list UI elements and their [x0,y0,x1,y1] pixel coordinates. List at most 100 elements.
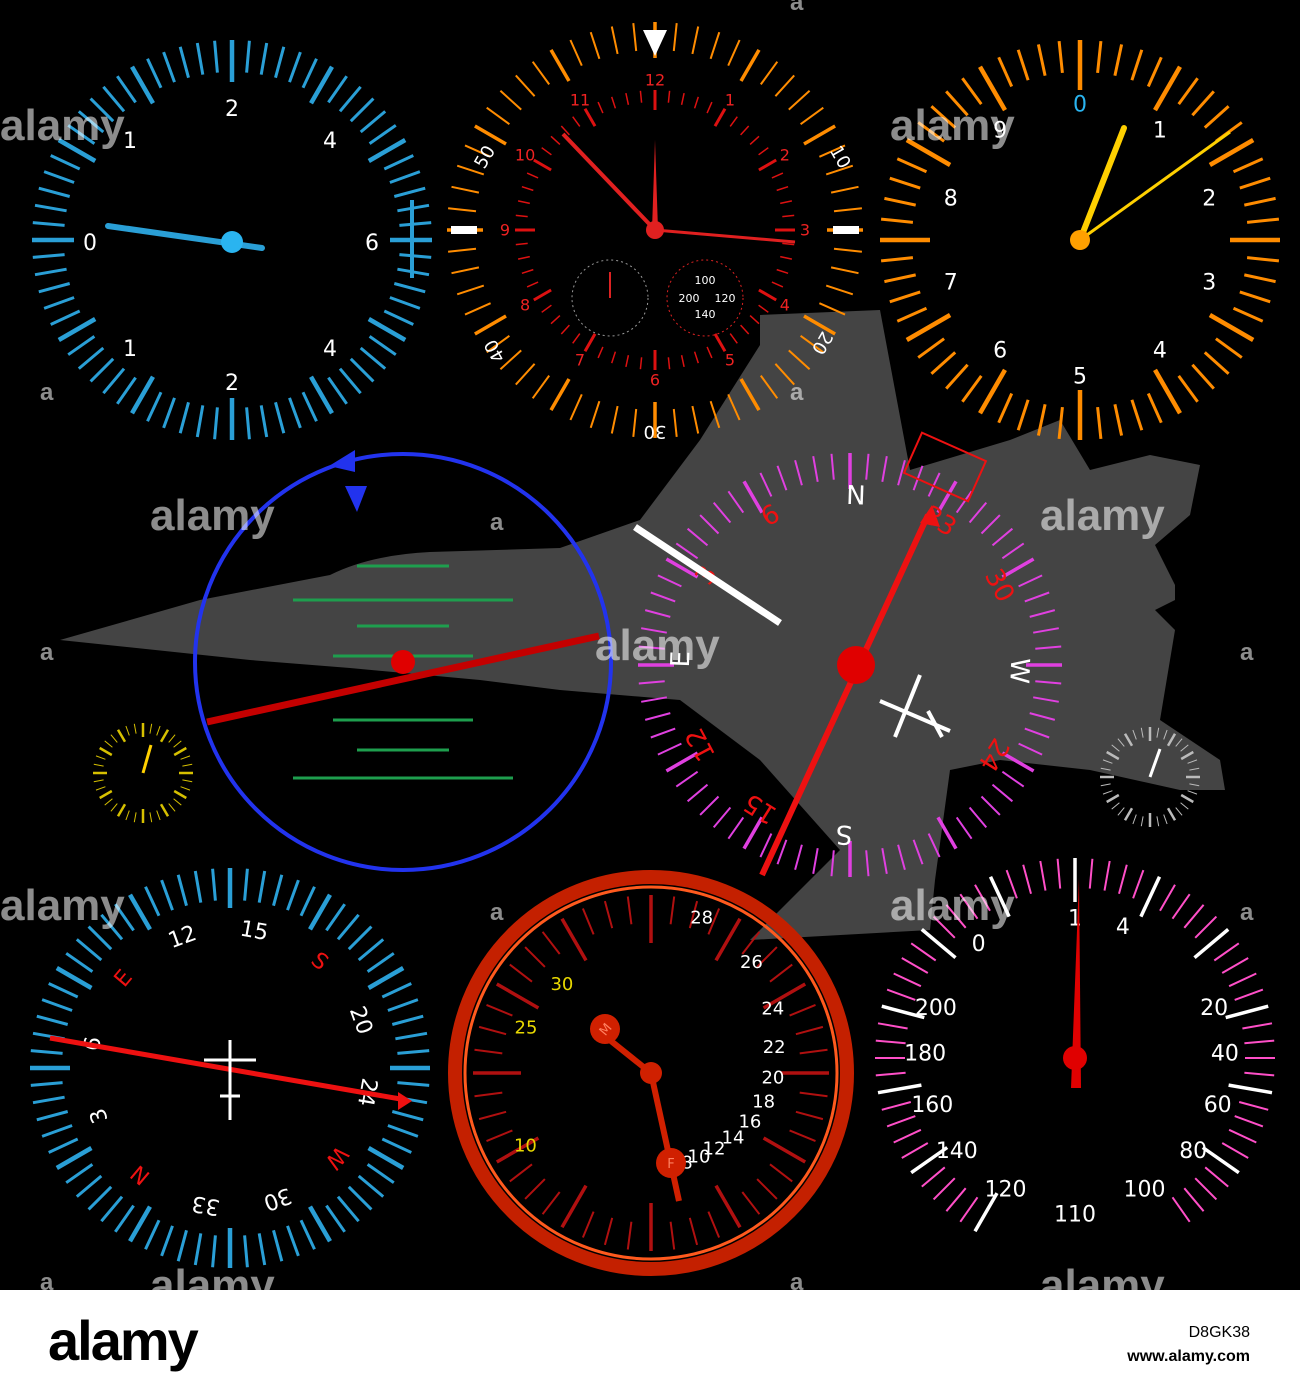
tick-mark [825,164,854,176]
tick-mark [541,1191,561,1215]
tick-mark [541,304,552,313]
tick-mark [125,725,130,736]
tick-mark [973,1192,999,1233]
tick-mark [1001,770,1025,788]
tick-mark [727,393,741,421]
tick-mark [1239,176,1271,190]
tick-mark [1139,875,1162,918]
tick-mark [95,755,106,760]
tick-mark [1234,988,1264,1001]
tick-mark [771,172,784,179]
tick-mark [156,725,161,736]
tick-mark [927,472,941,497]
stock-footer: alamy D8GK38 www.alamy.com [0,1290,1300,1390]
tick-mark [180,755,191,760]
tick-mark [865,850,870,877]
tick-mark [680,92,685,105]
tick-mark [1117,807,1125,816]
tick-mark [699,514,720,535]
dial-label: 7 [575,351,585,370]
tick-mark [1187,790,1198,795]
tick-mark [156,810,161,821]
dial-ticks [1100,727,1200,827]
tick-mark [549,49,571,82]
tick-mark [50,154,81,171]
horizon-bar [206,632,600,726]
tick-mark [357,1174,385,1198]
tick-mark [1228,1128,1257,1144]
tick-mark [713,108,727,127]
tick-mark [776,268,789,275]
dial-label: 20 [1200,996,1228,1021]
tick-mark [526,172,539,179]
tick-mark [173,789,187,800]
footer-url[interactable]: www.alamy.com [1127,1348,1250,1365]
tick-mark [274,46,286,79]
tick-mark [729,333,738,344]
tick-mark [509,963,533,983]
tick-mark [669,1221,676,1250]
dial-label: 25 [515,1018,538,1039]
tick-mark [93,779,104,783]
watermark-text: alamy [0,881,125,930]
tick-mark [1180,802,1189,810]
tick-mark [1102,790,1113,795]
tick-mark [116,75,137,104]
tick-mark [825,284,854,296]
tick-mark [515,214,528,218]
tick-mark [272,1229,284,1262]
tick-mark [102,367,126,395]
tick-mark [393,282,426,294]
tick-mark [67,335,96,356]
dial-label: 4 [780,296,790,315]
tick-mark [509,1163,533,1183]
tick-mark [486,1129,513,1143]
footer-image-id: D8GK38 [1188,1324,1250,1341]
tick-mark [932,1177,956,1201]
tick-mark [474,314,507,336]
tick-mark [1001,751,1035,773]
dial-bezel [448,870,854,1276]
tick-mark [812,456,819,482]
tick-mark [36,1014,69,1026]
pitch-lines [293,564,513,780]
tick-mark [521,185,534,192]
tick-mark [515,242,528,246]
compass-needle-tip [398,1092,412,1110]
tick-mark [1201,1146,1240,1175]
tick-mark [886,988,916,1001]
tick-mark [693,351,700,364]
tick-mark [288,397,302,429]
tick-mark [905,138,952,167]
tick-mark [1111,744,1120,752]
tick-mark [759,375,779,399]
tick-mark [347,1185,373,1211]
tick-mark [560,917,588,962]
tick-mark [1113,44,1124,77]
tick-mark [1242,1022,1273,1030]
tick-mark [712,501,732,524]
dial-label: 15 [238,917,270,946]
tick-mark [893,1128,922,1144]
watermark-small: a [40,379,54,406]
tick-mark [531,375,551,399]
tick-mark [55,966,93,990]
tick-mark [160,1225,174,1257]
tick-mark [739,378,761,411]
tick-mark [833,207,863,213]
dial-label: 140 [936,1139,978,1164]
tick-mark [1033,696,1059,703]
tick-mark [75,938,103,962]
tick-mark [399,253,432,259]
tick-mark [393,186,426,198]
dial-label: 1 [123,337,137,362]
tick-mark [397,1081,430,1087]
tick-mark [1177,77,1199,105]
watermark-text: alamy [595,621,720,670]
tick-mark [399,221,432,227]
tick-mark [1018,574,1043,588]
tick-mark [50,309,81,326]
tick-mark [1246,256,1280,263]
white-index [833,226,859,234]
